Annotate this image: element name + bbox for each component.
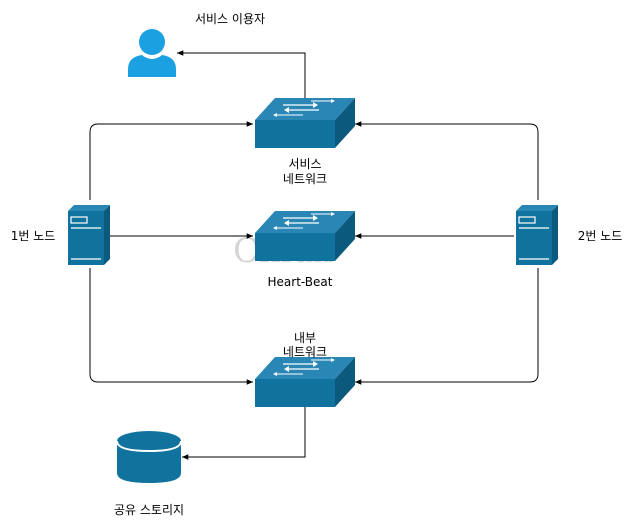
edge-node2-to-internal-switch <box>355 268 539 385</box>
node1-server-icon <box>67 204 111 266</box>
edge-node2-to-service-switch <box>355 121 539 200</box>
heartbeat-switch-icon <box>254 210 356 262</box>
internal-network-switch-icon <box>254 356 356 408</box>
service-user-label: 서비스 이용자 <box>195 12 265 26</box>
edge-internal-switch-to-storage <box>182 407 306 460</box>
user-icon <box>128 29 176 77</box>
internal-network-label-line1: 내부 <box>294 331 316 345</box>
node1-label: 1번 노드 <box>11 229 56 243</box>
service-network-label-line2: 네트워크 <box>283 172 327 186</box>
edge-node1-to-internal-switch <box>89 268 253 385</box>
shared-storage-label: 공유 스토리지 <box>114 503 184 517</box>
node2-server-icon <box>515 204 559 266</box>
heartbeat-label: Heart-Beat <box>268 275 333 289</box>
edge-node1-to-service-switch <box>89 121 253 200</box>
service-network-switch-icon <box>254 97 356 149</box>
internal-network-label-line2: 네트워크 <box>283 345 327 359</box>
shared-storage-database-icon <box>116 431 182 483</box>
node2-label: 2번 노드 <box>578 229 623 243</box>
service-network-label-line1: 서비스 <box>288 157 321 171</box>
edge-switch-to-user <box>177 50 306 98</box>
